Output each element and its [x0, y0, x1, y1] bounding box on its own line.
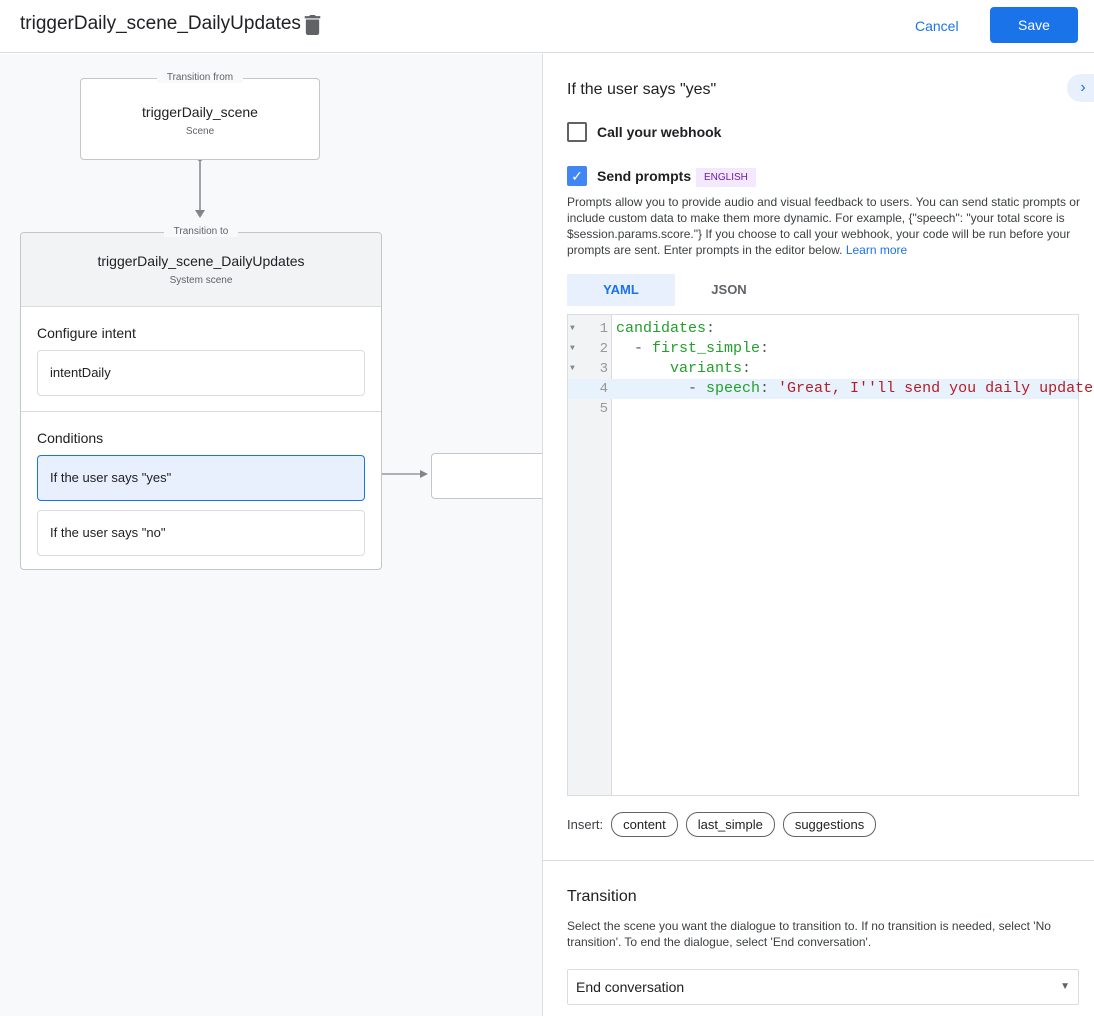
code-key: first_simple: [652, 340, 761, 357]
code-punct: :: [706, 320, 716, 337]
code-line[interactable]: ▼ 1 candidates:: [568, 319, 1078, 339]
conditions-heading: Conditions: [37, 430, 104, 446]
configure-intent-heading: Configure intent: [37, 325, 136, 341]
line-number: 5: [599, 401, 608, 417]
tab-json[interactable]: JSON: [711, 282, 747, 297]
dropdown-arrow-icon: ▼: [1060, 981, 1070, 992]
to-scene-type: System scene: [169, 275, 233, 286]
to-scene-name: triggerDaily_scene_DailyUpdates: [97, 253, 305, 269]
code-punct: :: [742, 360, 752, 377]
line-number: 2: [599, 341, 608, 357]
line-number: 4: [599, 381, 608, 397]
code-punct: :: [760, 380, 779, 397]
line-number: 3: [599, 361, 608, 377]
target-node[interactable]: [431, 453, 551, 499]
tab-yaml[interactable]: YAML: [567, 274, 675, 306]
webhook-label: Call your webhook: [597, 124, 722, 140]
fold-icon[interactable]: ▼: [570, 324, 575, 333]
from-scene-type: Scene: [185, 126, 215, 137]
insert-content-chip[interactable]: content: [611, 812, 678, 837]
condition-no[interactable]: If the user says "no": [37, 510, 365, 556]
insert-bar: Insert: content last_simple suggestions: [567, 812, 877, 837]
check-icon: ✓: [571, 168, 583, 184]
condition-panel: If the user says "yes" › Call your webho…: [542, 54, 1094, 1016]
code-line[interactable]: 4 - speech: 'Great, I''ll send you daily…: [568, 379, 1094, 399]
send-prompts-label: Send prompts: [597, 168, 692, 184]
trash-icon[interactable]: [304, 15, 321, 35]
code-key: speech: [706, 380, 761, 397]
line-number: 1: [599, 321, 608, 337]
fold-icon[interactable]: ▼: [570, 344, 575, 353]
transition-from-legend: Transition from: [156, 72, 244, 83]
prompts-description: Prompts allow you to provide audio and v…: [567, 194, 1087, 258]
from-scene-name: triggerDaily_scene: [142, 104, 258, 120]
intent-item[interactable]: intentDaily: [37, 350, 365, 396]
transition-value: End conversation: [576, 979, 685, 995]
code-indent: -: [616, 340, 653, 357]
code-line[interactable]: ▼ 3 variants:: [568, 359, 1078, 379]
cancel-button[interactable]: Cancel: [905, 9, 969, 43]
code-key: variants: [670, 360, 743, 377]
code-editor[interactable]: ▼ 1 candidates: ▼ 2 - first_simple: ▼ 3 varian…: [567, 314, 1094, 796]
transition-to-node: Transition to triggerDaily_scene_DailyUp…: [20, 226, 382, 570]
language-badge: ENGLISH: [696, 168, 756, 187]
insert-label: Insert:: [567, 817, 604, 832]
transition-description: Select the scene you want the dialogue t…: [567, 919, 1051, 949]
header: triggerDaily_scene_DailyUpdates Cancel S…: [0, 0, 1094, 53]
webhook-checkbox[interactable]: [567, 122, 587, 142]
insert-last-simple-chip[interactable]: last_simple: [685, 812, 775, 837]
flow-canvas: Transition from triggerDaily_scene Scene…: [0, 54, 551, 1016]
code-string: 'Great, I''ll send you daily updates.: [778, 380, 1094, 397]
code-indent: -: [616, 380, 707, 397]
page-title: triggerDaily_scene_DailyUpdates: [20, 13, 301, 34]
code-line[interactable]: ▼ 2 - first_simple:: [568, 339, 1078, 359]
transition-heading: Transition: [567, 888, 637, 905]
transition-from-node[interactable]: Transition from triggerDaily_scene Scene: [80, 72, 320, 160]
description-text: Prompts allow you to provide audio and v…: [567, 195, 1080, 257]
panel-title: If the user says "yes": [567, 81, 717, 98]
code-line[interactable]: 5: [568, 399, 1078, 419]
insert-suggestions-chip[interactable]: suggestions: [782, 812, 877, 837]
transition-to-legend: Transition to: [163, 226, 239, 237]
fold-icon[interactable]: ▼: [570, 364, 575, 373]
send-prompts-checkbox[interactable]: ✓: [567, 166, 587, 186]
condition-yes[interactable]: If the user says "yes": [37, 455, 365, 501]
code-key: candidates: [616, 320, 707, 337]
code-punct: :: [760, 340, 770, 357]
transition-select[interactable]: End conversation ▼: [567, 969, 1079, 1005]
code-indent: [616, 360, 670, 377]
chevron-right-icon[interactable]: ›: [1067, 74, 1094, 102]
save-button[interactable]: Save: [990, 7, 1078, 43]
learn-more-link[interactable]: Learn more: [845, 243, 908, 257]
